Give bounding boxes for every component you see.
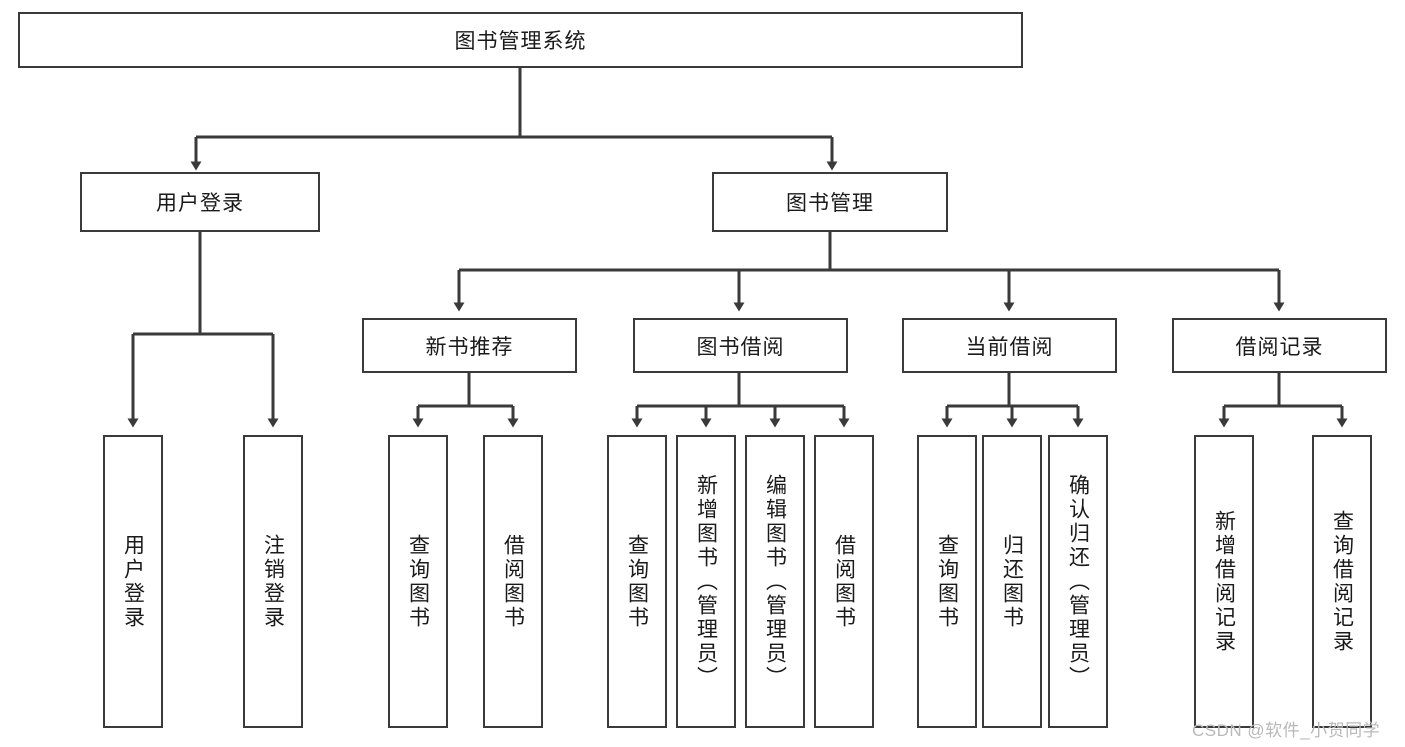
leaf-add-book-admin[interactable]: 新增图书（管理员） <box>676 435 736 728</box>
node-user-login[interactable]: 用户登录 <box>80 172 320 232</box>
leaf-add-borrow-record[interactable]: 新增借阅记录 <box>1194 435 1254 728</box>
leaf-return-book[interactable]: 归还图书 <box>982 435 1042 728</box>
leaf-user-login[interactable]: 用户登录 <box>103 435 163 728</box>
node-label: 借阅图书 <box>501 533 525 630</box>
leaf-borrow-book-recommend[interactable]: 借阅图书 <box>483 435 543 728</box>
node-label: 借阅记录 <box>1235 335 1324 359</box>
node-book-management[interactable]: 图书管理 <box>712 172 948 232</box>
node-label: 注销登录 <box>261 533 285 630</box>
node-label: 用户登录 <box>156 192 244 215</box>
node-label: 图书管理 <box>786 192 874 215</box>
node-book-borrow[interactable]: 图书借阅 <box>633 318 848 373</box>
leaf-edit-book-admin[interactable]: 编辑图书（管理员） <box>745 435 805 728</box>
leaf-query-book-recommend[interactable]: 查询图书 <box>388 435 448 728</box>
node-label: 查询借阅记录 <box>1330 509 1354 654</box>
node-root-system[interactable]: 图书管理系统 <box>18 12 1023 68</box>
leaf-query-book-current[interactable]: 查询图书 <box>917 435 977 728</box>
node-label: 当前借阅 <box>965 335 1054 359</box>
node-label: 查询图书 <box>406 533 430 630</box>
leaf-query-borrow-record[interactable]: 查询借阅记录 <box>1312 435 1372 728</box>
csdn-watermark: CSDN @软件_小贺同学 <box>1192 721 1381 740</box>
node-label: 图书借阅 <box>696 335 785 359</box>
node-label: 新书推荐 <box>425 335 514 359</box>
node-label: 新增图书（管理员） <box>694 473 718 690</box>
node-label: 归还图书 <box>1000 533 1024 630</box>
node-label: 编辑图书（管理员） <box>763 473 787 690</box>
leaf-logout[interactable]: 注销登录 <box>243 435 303 728</box>
node-current-borrow[interactable]: 当前借阅 <box>902 318 1117 373</box>
node-borrow-records[interactable]: 借阅记录 <box>1172 318 1387 373</box>
node-label: 确认归还（管理员） <box>1066 473 1090 690</box>
node-new-book-recommend[interactable]: 新书推荐 <box>362 318 577 373</box>
node-label: 查询图书 <box>625 533 649 630</box>
node-label: 新增借阅记录 <box>1212 509 1236 654</box>
node-label: 查询图书 <box>935 533 959 630</box>
leaf-query-book[interactable]: 查询图书 <box>607 435 667 728</box>
leaf-borrow-book[interactable]: 借阅图书 <box>814 435 874 728</box>
node-label: 借阅图书 <box>832 533 856 630</box>
leaf-confirm-return-admin[interactable]: 确认归还（管理员） <box>1048 435 1108 728</box>
node-label: 图书管理系统 <box>454 30 587 53</box>
node-label: 用户登录 <box>121 533 145 630</box>
